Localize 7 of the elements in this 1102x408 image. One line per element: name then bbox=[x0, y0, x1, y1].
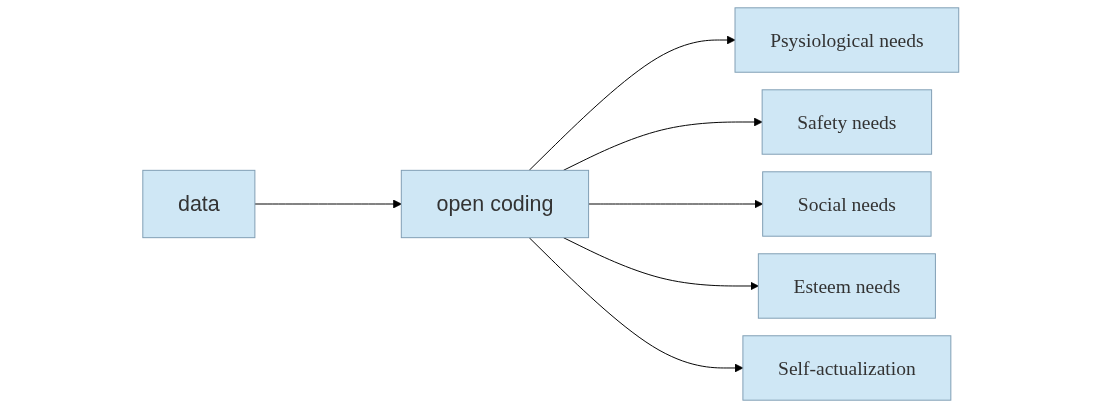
node-box: Safety needs bbox=[761, 89, 933, 155]
node-box: Self-actualization bbox=[742, 335, 952, 401]
node-box: Esteem needs bbox=[758, 253, 937, 319]
node-box: data bbox=[142, 169, 256, 239]
node-box: open coding bbox=[401, 169, 590, 239]
node-box: Social needs bbox=[762, 171, 932, 237]
node-box: Psysiological needs bbox=[734, 7, 960, 73]
